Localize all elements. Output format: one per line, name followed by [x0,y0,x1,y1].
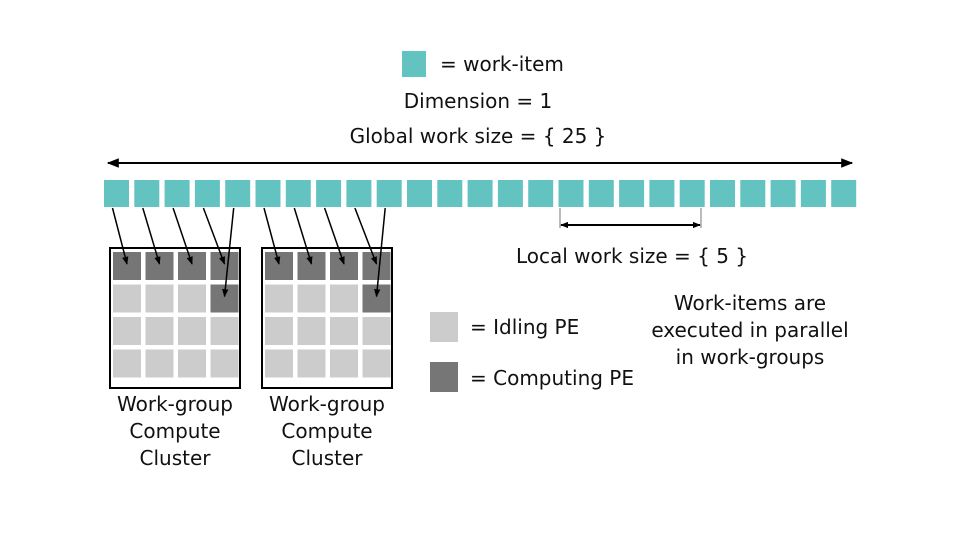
idling-pe [330,284,358,313]
idling-pe [330,349,358,378]
parallel-note-line-2: executed in parallel [651,318,848,342]
computing-pe [113,252,141,280]
work-items-row [104,180,857,207]
work-item [649,180,675,207]
work-item [558,180,584,207]
work-item-legend-swatch [402,51,426,77]
idling-pe [113,317,141,345]
work-item [164,180,190,207]
idling-pe-legend-swatch [430,312,458,342]
work-item [285,180,311,207]
work-item [528,180,554,207]
work-item [134,180,160,207]
idling-pe [265,317,293,345]
work-item [376,180,402,207]
assignment-arrow [323,207,345,265]
assignment-arrow [202,207,226,265]
cluster-caption-line: Cluster [140,446,212,470]
computing-pe [330,252,358,280]
work-item [255,180,281,207]
idling-pe [297,284,326,313]
computing-pe [362,252,391,280]
idling-pe [178,349,206,378]
parallel-note-line-1: Work-items are [674,291,826,315]
cluster-caption-line: Work-group [269,392,385,416]
idling-pe [362,317,391,345]
work-item [407,180,432,207]
computing-pe [265,252,293,280]
idling-pe [210,349,239,378]
work-item [770,180,796,207]
work-item [831,180,857,207]
assignment-arrow [263,207,281,265]
assignment-arrow [222,207,235,298]
idling-pe [265,284,293,313]
idling-pe [145,349,174,378]
work-item [710,180,735,207]
parallel-note-line-3: in work-groups [676,345,825,369]
idling-pe [113,349,141,378]
computing-pe-legend-swatch [430,362,458,392]
local-work-size-label: Local work size = { 5 } [516,244,748,268]
work-item [679,180,705,207]
computing-pe-legend-label: = Computing PE [470,366,634,390]
work-item [346,180,372,207]
assignment-arrow [354,207,378,265]
idling-pe [210,317,239,345]
assignment-arrow [172,207,193,265]
cluster-caption-line: Compute [129,419,220,443]
assignment-arrow [111,207,129,265]
work-item [588,180,614,207]
computing-pe [210,252,239,280]
work-item-legend-label: = work-item [440,52,564,76]
computing-pe [210,284,239,313]
idling-pe [362,349,391,378]
global-work-size-label: Global work size = { 25 } [350,124,607,148]
idling-pe [330,317,358,345]
idling-pe [145,317,174,345]
work-item [740,180,766,207]
computing-pe [297,252,326,280]
work-item [194,180,220,207]
idling-pe [145,284,174,313]
work-item [800,180,826,207]
cluster-caption-line: Work-group [117,392,233,416]
computing-pe [145,252,174,280]
computing-pe [362,284,391,313]
idling-pe [297,349,326,378]
idling-pe [178,317,206,345]
assignment-arrows [111,207,386,298]
cluster-caption-line: Compute [281,419,372,443]
assignment-arrow [293,207,313,265]
idling-pe-legend-label: = Idling PE [470,315,579,339]
work-item [104,180,129,207]
work-item [497,180,523,207]
compute-clusters: Work-groupComputeClusterWork-groupComput… [109,247,393,470]
work-item [316,180,342,207]
work-item [467,180,493,207]
assignment-arrow [142,207,161,265]
idling-pe [113,284,141,313]
idling-pe [297,317,326,345]
idling-pe [265,349,293,378]
cluster-caption-line: Cluster [292,446,364,470]
work-item [437,180,463,207]
idling-pe [178,284,206,313]
computing-pe [178,252,206,280]
dimension-label: Dimension = 1 [404,89,553,113]
assignment-arrow [374,207,386,298]
work-item [619,180,645,207]
work-item [225,180,251,207]
